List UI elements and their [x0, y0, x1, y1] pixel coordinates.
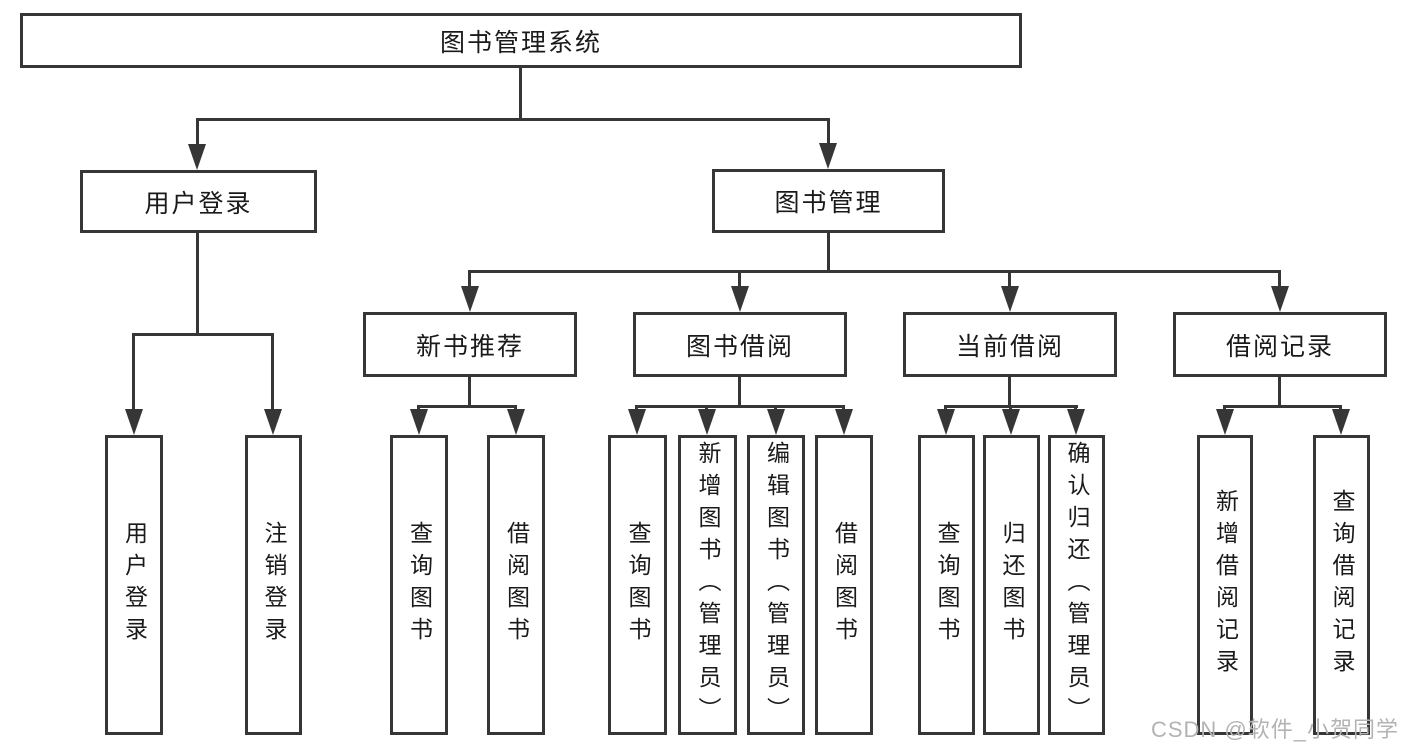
connector-line: [636, 405, 845, 408]
leaf-label: 查询图书: [934, 521, 960, 649]
leaf-borrow-books-2: 借阅图书: [815, 435, 873, 735]
arrow-down-icon: [937, 409, 955, 435]
connector-line: [133, 333, 274, 336]
node-new-book-recommend: 新书推荐: [363, 312, 577, 377]
node-book-borrowing: 图书借阅: [633, 312, 847, 377]
leaf-label: 新增图书（管理员）: [695, 441, 721, 729]
arrow-down-icon: [731, 286, 749, 312]
leaf-label: 用户登录: [121, 521, 148, 649]
arrow-down-icon: [819, 143, 837, 169]
leaf-borrow-books-1: 借阅图书: [487, 435, 545, 735]
leaf-logout: 注销登录: [245, 435, 302, 735]
arrow-down-icon: [628, 409, 646, 435]
connector-line: [519, 68, 522, 118]
arrow-down-icon: [698, 409, 716, 435]
leaf-label: 确认归还（管理员）: [1064, 441, 1090, 729]
connector-line: [827, 233, 830, 270]
leaf-query-books-3: 查询图书: [918, 435, 975, 735]
connector-line: [1008, 377, 1011, 405]
arrow-down-icon: [1067, 409, 1085, 435]
leaf-label: 注销登录: [261, 521, 287, 649]
leaf-query-borrow-record: 查询借阅记录: [1313, 435, 1370, 735]
csdn-watermark: CSDN @软件_小贺同学: [1150, 717, 1399, 742]
connector-line: [418, 405, 517, 408]
connector-line: [196, 233, 199, 333]
connector-line: [271, 333, 274, 413]
leaf-label: 借阅图书: [831, 521, 858, 649]
leaf-label: 归还图书: [999, 521, 1025, 649]
leaf-label: 编辑图书（管理员）: [763, 441, 790, 729]
arrow-down-icon: [1001, 286, 1019, 312]
arrow-down-icon: [125, 409, 143, 435]
leaf-return-books: 归还图书: [983, 435, 1040, 735]
connector-line: [1278, 377, 1281, 405]
leaf-add-borrow-record: 新增借阅记录: [1197, 435, 1253, 735]
leaf-label: 借阅图书: [503, 521, 530, 649]
leaf-edit-books-admin: 编辑图书（管理员）: [747, 435, 805, 735]
arrow-down-icon: [188, 144, 206, 170]
arrow-down-icon: [1271, 286, 1289, 312]
connector-line: [738, 270, 741, 292]
leaf-label: 查询图书: [625, 521, 651, 649]
connector-line: [468, 270, 471, 292]
connector-line: [827, 118, 830, 148]
leaf-label: 查询借阅记录: [1329, 489, 1355, 681]
leaf-label: 新增借阅记录: [1212, 489, 1239, 681]
node-book-management: 图书管理: [712, 169, 945, 233]
arrow-down-icon: [410, 409, 428, 435]
arrow-down-icon: [507, 409, 525, 435]
node-current-borrowing: 当前借阅: [903, 312, 1117, 377]
arrow-down-icon: [264, 409, 282, 435]
node-root-system: 图书管理系统: [20, 13, 1022, 68]
connector-line: [469, 270, 1281, 273]
arrow-down-icon: [461, 286, 479, 312]
connector-line: [1008, 270, 1011, 292]
node-borrowing-records: 借阅记录: [1173, 312, 1387, 377]
leaf-query-books-2: 查询图书: [608, 435, 667, 735]
leaf-add-books-admin: 新增图书（管理员）: [678, 435, 737, 735]
connector-line: [1278, 270, 1281, 292]
leaf-user-login: 用户登录: [105, 435, 163, 735]
leaf-label: 查询图书: [406, 521, 433, 649]
arrow-down-icon: [767, 409, 785, 435]
connector-line: [132, 333, 135, 413]
connector-line: [196, 118, 830, 121]
arrow-down-icon: [1216, 409, 1234, 435]
arrow-down-icon: [1332, 409, 1350, 435]
arrow-down-icon: [835, 409, 853, 435]
leaf-confirm-return-admin: 确认归还（管理员）: [1048, 435, 1105, 735]
connector-line: [738, 377, 741, 405]
connector-line: [468, 377, 471, 405]
node-user-login: 用户登录: [80, 170, 317, 233]
leaf-query-books-1: 查询图书: [390, 435, 448, 735]
connector-line: [1224, 405, 1342, 408]
arrow-down-icon: [1002, 409, 1020, 435]
connector-line: [196, 118, 199, 148]
